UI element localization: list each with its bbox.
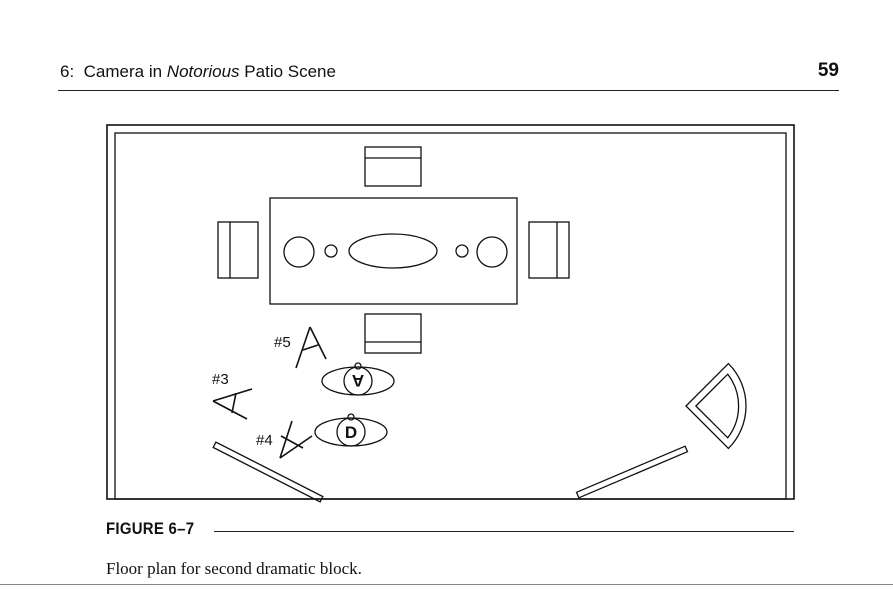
camera-3-label: #3: [212, 371, 229, 388]
chapter-prefix: 6:: [60, 62, 75, 81]
running-title: 6: Camera in Notorious Patio Scene: [60, 62, 336, 82]
chair-bottom: [364, 313, 422, 354]
title-before: Camera in: [83, 62, 163, 81]
camera-4-symbol: [279, 420, 313, 459]
title-italic: Notorious: [166, 62, 240, 81]
room-outer-wall: [106, 124, 795, 500]
figure-label: FIGURE 6–7: [106, 519, 195, 538]
dining-table: [269, 197, 518, 305]
room-inner-wall: [114, 132, 787, 500]
chair-top: [364, 146, 422, 187]
camera-3-symbol: [212, 388, 253, 420]
actor-d-label: D: [345, 423, 357, 442]
camera-5-label: #5: [274, 334, 291, 351]
bench-left: [212, 441, 324, 503]
figure-rule: [214, 531, 794, 532]
page-number: 59: [817, 60, 839, 81]
chair-left: [217, 221, 259, 279]
camera-5-symbol: [295, 326, 327, 369]
actor-a-label: A: [352, 371, 364, 390]
page-bottom-edge: [0, 584, 893, 585]
bench-right: [575, 445, 689, 499]
actor-a-figure: [321, 362, 395, 396]
chair-right: [528, 221, 570, 279]
actor-d-figure: [314, 413, 388, 447]
running-header: 6: Camera in Notorious Patio Scene 59: [58, 58, 839, 91]
title-after: Patio Scene: [244, 62, 336, 81]
camera-4-label: #4: [256, 432, 273, 449]
figure-caption: Floor plan for second dramatic block.: [106, 559, 362, 578]
corner-planter: [685, 362, 747, 450]
